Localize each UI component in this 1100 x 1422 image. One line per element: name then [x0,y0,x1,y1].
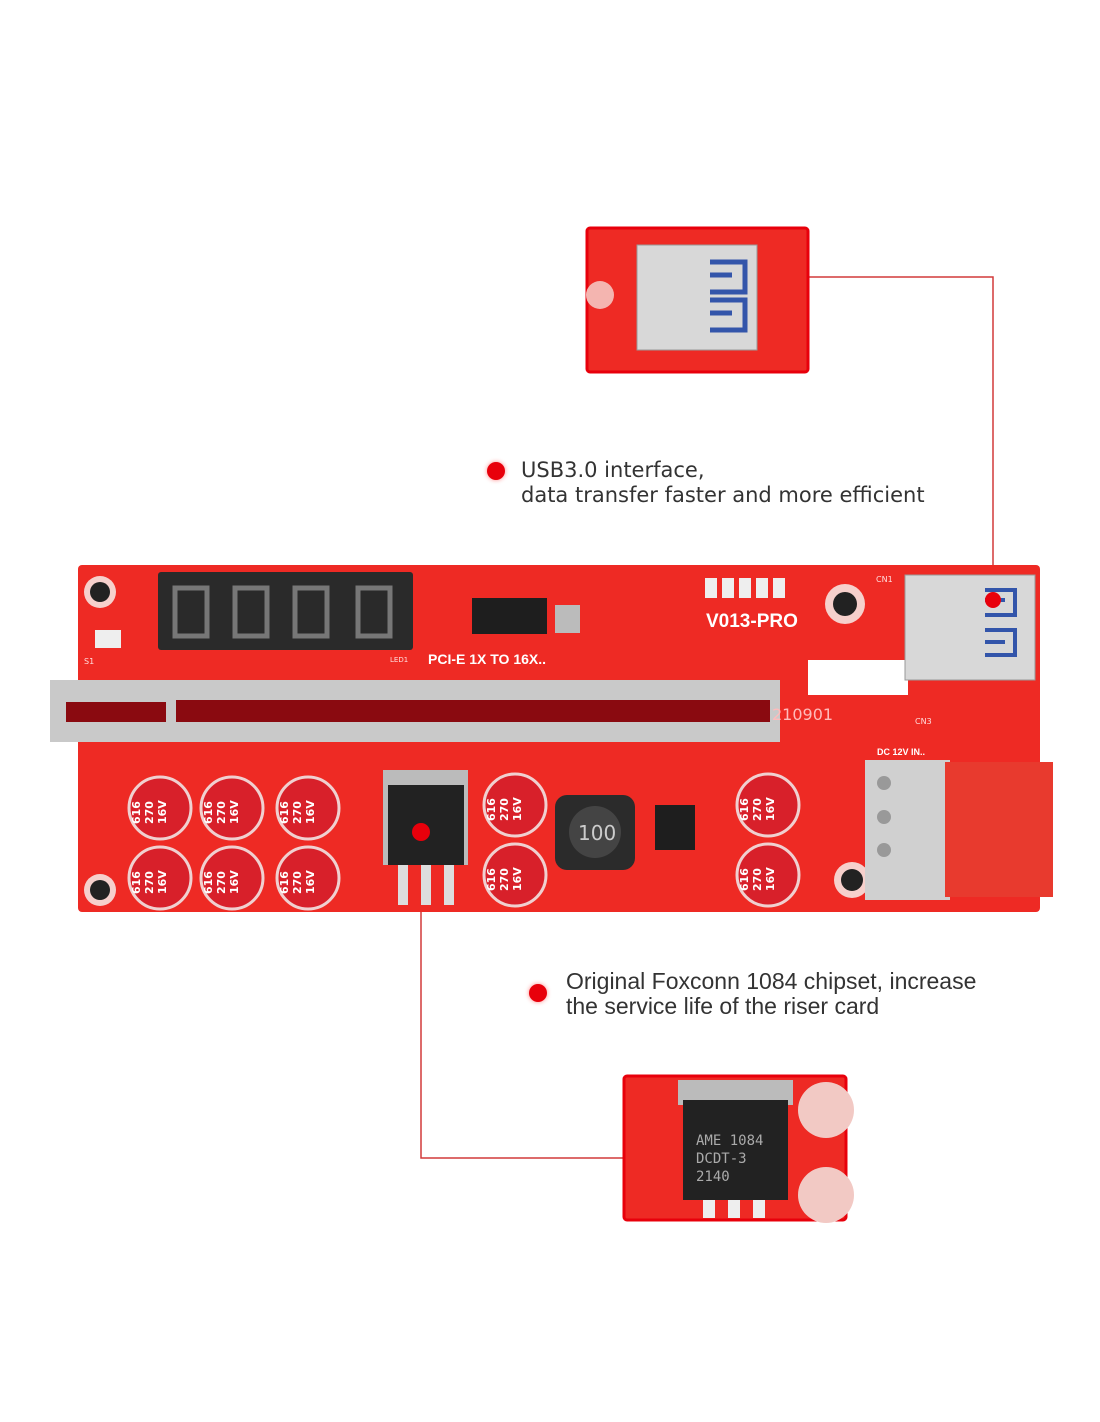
capacitor-marking: 16V [511,797,524,821]
chip-marking-1: AME 1084 [696,1133,763,1149]
capacitor-marking: 616 [130,871,143,894]
capacitor-marking: 270 [751,798,764,821]
capacitor [482,772,548,838]
capacitor [735,772,801,838]
capacitor-marking: 270 [143,801,156,824]
chipset-callout: Original Foxconn 1084 chipset, increase … [529,968,977,1019]
ldo-regulator-chip [383,770,468,905]
chip-detail-inset: AME 1084 DCDT-3 2140 [622,1074,854,1223]
capacitor-marking: 16V [764,867,777,891]
inductor-label: 100 [578,821,616,845]
capacitor-marking: 616 [278,801,291,824]
capacitor-marking: 270 [291,871,304,894]
serial-label: 210901 [772,705,833,724]
capacitor-marking: 616 [202,871,215,894]
capacitor-marking: 270 [291,801,304,824]
power-label: DC 12V IN.. [877,747,925,757]
capacitor-marking: 270 [498,868,511,891]
led-display [158,572,413,650]
led-label: LED1 [390,656,408,664]
usb-callout: USB3.0 interface, data transfer faster a… [487,458,925,508]
capacitor-marking: 16V [228,870,241,894]
model-label: V013-PRO [706,611,798,632]
capacitor [127,845,193,911]
capacitor-marking: 16V [304,870,317,894]
bullet-dot-icon [487,462,505,480]
capacitor-marking: 270 [143,871,156,894]
usb-callout-dot [985,592,1001,608]
power-connector [865,760,1053,900]
capacitor-marking: 616 [738,798,751,821]
capacitor-marking: 616 [485,798,498,821]
usb-detail-inset [585,226,810,374]
capacitor [735,842,801,908]
capacitor-marking: 16V [304,800,317,824]
chip-marking-2: DCDT-3 [696,1151,747,1167]
capacitor-marking: 616 [738,868,751,891]
capacitor [275,775,341,841]
capacitor [199,775,265,841]
capacitor-marking: 616 [130,801,143,824]
usb3-port [904,574,1036,681]
capacitor [199,845,265,911]
capacitor-marking: 270 [215,871,228,894]
capacitor-marking: 616 [278,871,291,894]
capacitor-marking: 616 [485,868,498,891]
riser-board: V013-PRO PCI-E 1X TO 16X.. LED1 S1 CN1 C… [50,565,1053,912]
ic-chip [472,598,547,634]
s1-label: S1 [84,657,94,666]
chip-marking-3: 2140 [696,1169,730,1185]
capacitor [127,775,193,841]
controller-chip [655,805,695,850]
capacitor-marking: 16V [156,800,169,824]
capacitor-marking: 616 [202,801,215,824]
pcie-label: PCI-E 1X TO 16X.. [428,651,546,667]
chipset-callout-line1: Original Foxconn 1084 chipset, increase [566,968,977,994]
bullet-dot-icon [529,984,547,1002]
chip-leader-line [420,832,624,1159]
capacitor-marking: 270 [498,798,511,821]
cn1-label: CN1 [876,575,893,584]
cn3-label: CN3 [915,717,932,726]
usb-leader-line [808,276,994,600]
capacitor-marking: 16V [156,870,169,894]
capacitor-marking: 270 [215,801,228,824]
capacitor-marking: 16V [228,800,241,824]
capacitor-marking: 16V [764,797,777,821]
capacitor [275,845,341,911]
chipset-callout-line2: the service life of the riser card [566,993,880,1019]
usb-callout-line1: USB3.0 interface, [521,458,705,482]
usb-callout-line2: data transfer faster and more efficient [521,483,925,507]
capacitor-marking: 16V [511,867,524,891]
capacitor [482,842,548,908]
capacitor-marking: 270 [751,868,764,891]
